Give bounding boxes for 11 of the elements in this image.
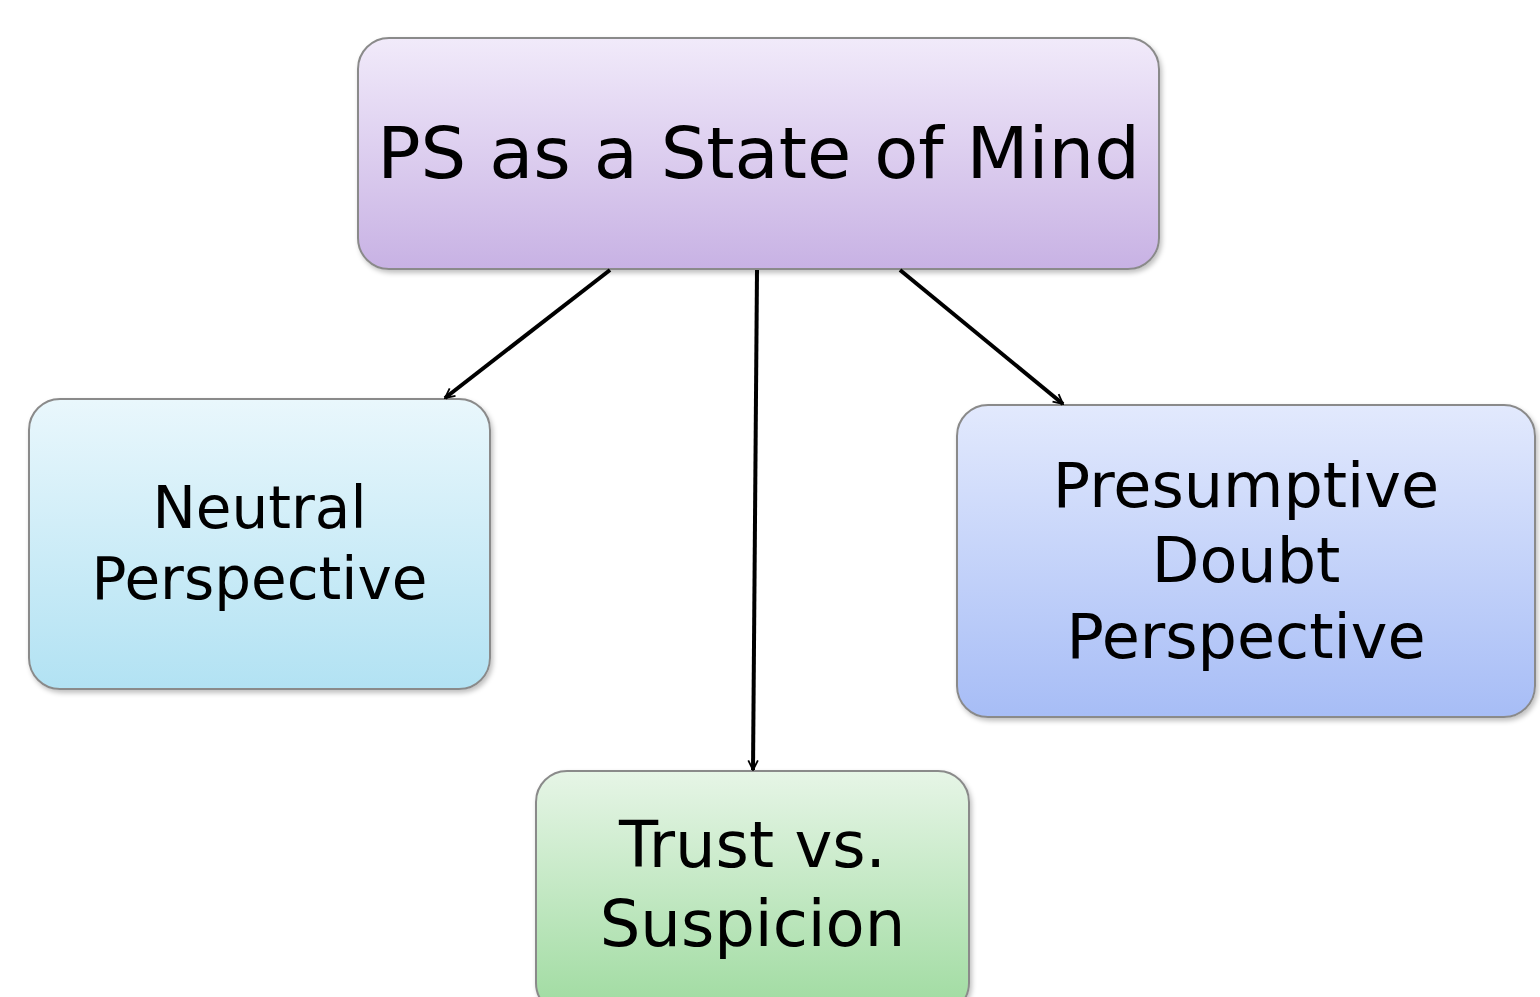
- box-label: Presumptive Doubt Perspective: [1051, 447, 1441, 675]
- arrow: [898, 268, 1065, 406]
- arrow: [747, 270, 759, 771]
- rounded-box: [535, 770, 970, 997]
- rounded-box: [357, 37, 1160, 270]
- box-label: PS as a State of Mind: [377, 109, 1140, 197]
- box-label: Neutral Perspective: [90, 473, 429, 615]
- box-label: Trust vs. Suspicion: [598, 807, 907, 963]
- rounded-box: [28, 398, 491, 690]
- arrow: [443, 268, 612, 400]
- rounded-box: [956, 404, 1536, 718]
